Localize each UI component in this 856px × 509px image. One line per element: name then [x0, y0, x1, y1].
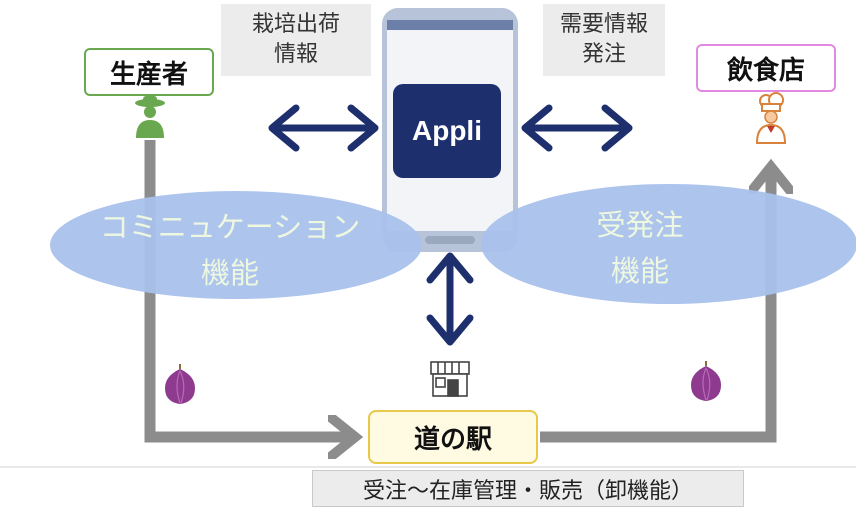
arrow-producer-app: [268, 104, 379, 152]
cultivation-shipping-info-box: 栽培出荷 情報: [221, 4, 371, 76]
farmer-icon: [135, 96, 165, 138]
app-icon: Appli: [393, 84, 501, 178]
station-label: 道の駅: [413, 424, 492, 455]
restaurant-box: 飲食店: [696, 44, 836, 92]
shop-icon: [430, 361, 470, 397]
chef-icon: [755, 92, 787, 144]
onion-icon: [165, 364, 195, 404]
wholesale-label: 受注～在庫管理・販売（卸機能）: [362, 478, 693, 504]
producer-box: 生産者: [84, 48, 214, 96]
ordering-line2: 機能: [610, 254, 669, 288]
ordering-ellipse: [481, 184, 856, 304]
arrow-app-station: [426, 252, 474, 346]
producer-label: 生産者: [109, 59, 188, 90]
onion-icon: [691, 361, 721, 401]
restaurant-label: 飲食店: [726, 55, 805, 86]
demand-info-line1: 需要情報: [559, 12, 648, 37]
communication-line2: 機能: [200, 256, 259, 290]
ordering-line1: 受発注: [596, 208, 684, 242]
cultivation-info-line2: 情報: [273, 42, 318, 67]
wholesale-function-box: 受注～在庫管理・販売（卸機能）: [312, 470, 744, 507]
demand-order-info-box: 需要情報 発注: [543, 4, 665, 76]
cultivation-info-line1: 栽培出荷: [251, 12, 340, 37]
communication-line1: コミニュケーション: [99, 210, 361, 244]
arrow-app-restaurant: [521, 104, 633, 152]
communication-ellipse: [50, 191, 422, 299]
roadside-station-box: 道の駅: [368, 410, 538, 464]
ordering-function-label: 受発注 機能: [520, 200, 760, 296]
demand-info-line2: 発注: [581, 42, 626, 67]
app-label: Appli: [412, 115, 482, 146]
communication-function-label: コミニュケーション 機能: [60, 202, 400, 298]
